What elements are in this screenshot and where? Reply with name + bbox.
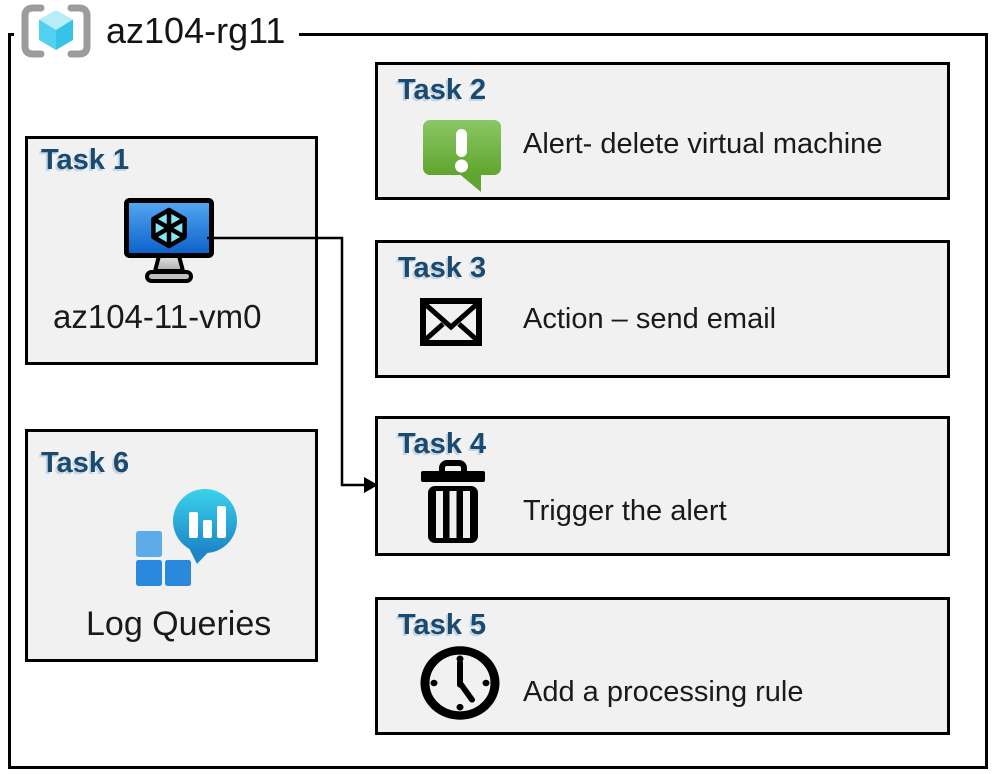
task-box-6: Task 6 Log Queries <box>25 429 318 662</box>
clock-icon <box>420 646 500 720</box>
resource-group-title: az104-rg11 <box>106 10 286 51</box>
task-box-2: Task 2 Alert- delete virtual machine <box>375 62 950 200</box>
virtual-machine-icon <box>124 198 214 283</box>
task-box-1: Task 1 az104-11-vm0 <box>25 136 318 365</box>
log-analytics-icon <box>136 489 237 586</box>
task-5-label: Add a processing rule <box>523 676 804 708</box>
task-2-label: Alert- delete virtual machine <box>523 128 883 160</box>
task-4-label: Trigger the alert <box>523 495 727 527</box>
email-envelope-icon <box>420 298 482 346</box>
task-6-heading: Task 6 <box>41 447 130 479</box>
task-1-heading: Task 1 <box>41 144 130 176</box>
task-box-5: Task 5 Add a processing rule <box>375 597 950 735</box>
task-4-heading: Task 4 <box>398 428 487 460</box>
task-3-label: Action – send email <box>523 303 777 335</box>
task-box-3: Task 3 Action – send email <box>375 240 950 378</box>
resource-group-header: az104-rg11 <box>14 2 300 60</box>
task-2-heading: Task 2 <box>398 74 487 106</box>
task-box-4: Task 4 Trigger the alert <box>375 416 950 556</box>
alert-message-icon <box>423 120 501 192</box>
task-5-heading: Task 5 <box>398 609 487 641</box>
task-3-heading: Task 3 <box>398 252 487 284</box>
task-6-label: Log Queries <box>86 605 272 643</box>
trash-icon <box>421 460 485 543</box>
resource-group-icon <box>21 4 91 58</box>
task-1-label: az104-11-vm0 <box>53 298 262 335</box>
